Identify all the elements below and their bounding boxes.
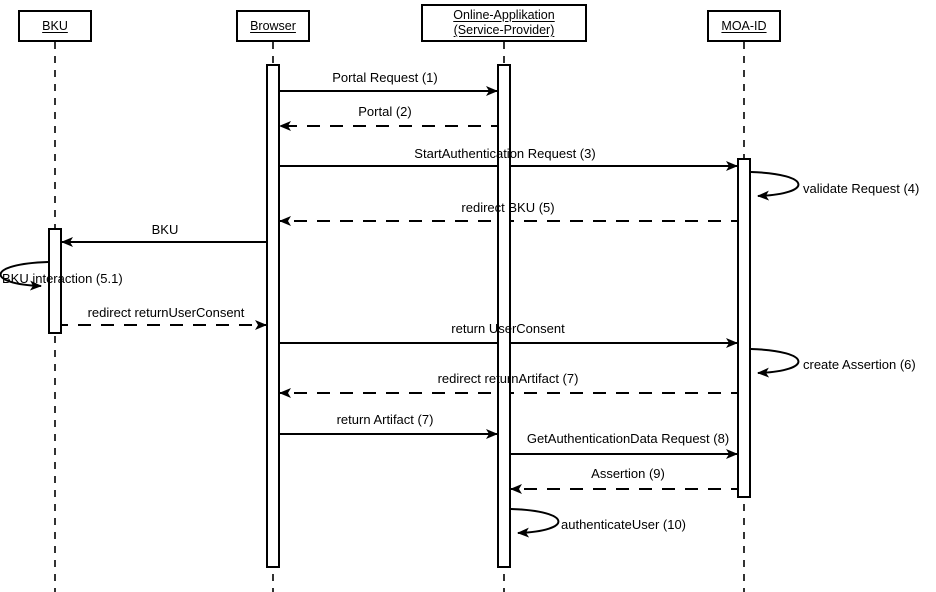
message-label-m2: Portal (2) xyxy=(358,104,412,119)
message-label-m8: redirect returnUserConsent xyxy=(87,305,245,320)
message-label-m4: validate Request (4) xyxy=(803,181,920,196)
message-label-m12: return Artifact (7) xyxy=(336,412,434,427)
message-label-m6: BKU xyxy=(151,222,179,237)
lifeline-header-bku: BKU xyxy=(18,10,92,42)
message-label-m11: redirect returnArtifact (7) xyxy=(437,371,579,386)
activation-bar-online xyxy=(497,64,511,568)
message-label-m13: GetAuthenticationData Request (8) xyxy=(526,431,730,446)
message-label-m5: redirect BKU (5) xyxy=(461,200,555,215)
activation-bar-bku xyxy=(48,228,62,334)
message-label-m3: StartAuthentication Request (3) xyxy=(414,146,596,161)
message-label-m9: return UserConsent xyxy=(451,321,565,336)
lifeline-header-moaid: MOA-ID xyxy=(707,10,781,42)
self-message-m7 xyxy=(0,261,49,291)
lifeline-header-browser: Browser xyxy=(236,10,310,42)
activation-bar-moaid xyxy=(737,158,751,498)
activation-bar-browser xyxy=(266,64,280,568)
message-label-m15: authenticateUser (10) xyxy=(561,517,687,532)
message-label-m14: Assertion (9) xyxy=(591,466,665,481)
self-message-m15 xyxy=(510,508,560,538)
lifeline-label-online: Online-Applikation (Service-Provider) xyxy=(453,8,555,37)
lifeline-header-online: Online-Applikation (Service-Provider) xyxy=(421,4,587,42)
lifeline-label-browser: Browser xyxy=(250,18,296,33)
message-label-m1: Portal Request (1) xyxy=(332,70,438,85)
self-message-m4 xyxy=(750,171,800,201)
message-label-m10: create Assertion (6) xyxy=(803,357,916,372)
message-label-m7: BKU interaction (5.1) xyxy=(2,271,123,286)
self-message-m10 xyxy=(750,348,800,378)
lifeline-label-bku: BKU xyxy=(42,18,68,33)
message-arrows xyxy=(0,86,800,538)
lifeline-label-moaid: MOA-ID xyxy=(721,18,767,33)
